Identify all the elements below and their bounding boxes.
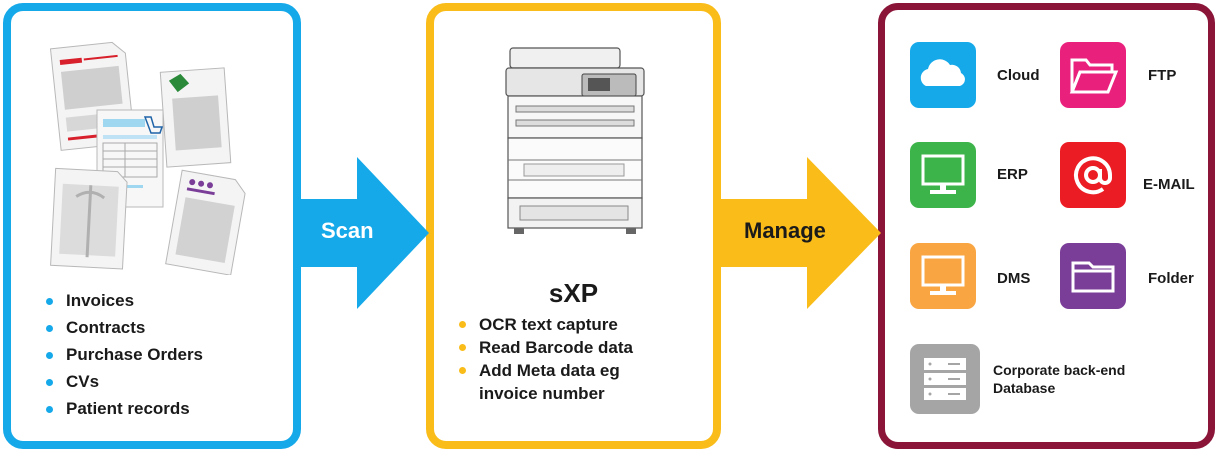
documents-illustration [49,41,246,275]
email-tile [1060,142,1126,208]
cloud-tile [910,42,976,108]
list-item: Contracts [44,314,203,341]
list-item: Patient records [44,395,203,422]
sxp-features-list: OCR text capture Read Barcode data Add M… [457,313,633,405]
list-item: Purchase Orders [44,341,203,368]
document-types-list: Invoices Contracts Purchase Orders CVs P… [44,287,203,422]
erp-label: ERP [997,166,1028,183]
cloud-icon [920,59,965,86]
cloud-label: Cloud [997,67,1040,84]
dms-label: DMS [997,270,1031,287]
monitor-icon [921,154,965,194]
database-tile [910,344,980,414]
monitor-icon [921,255,965,295]
manage-label: Manage [744,218,826,243]
manage-arrow: Manage [719,157,881,309]
list-item: Add Meta data eg [457,359,633,382]
printer-icon [505,47,645,234]
folder-open-icon [1069,58,1119,94]
database-label: Corporate back-end Database [993,362,1126,396]
at-sign-icon [1074,156,1112,195]
scan-arrow: Scan [299,157,429,309]
dms-tile [910,243,976,309]
scan-label: Scan [321,218,374,243]
list-item: Invoices [44,287,203,314]
folder-icon [1071,261,1115,293]
erp-tile [910,142,976,208]
email-label: E-MAIL [1143,176,1195,193]
server-icon [924,358,966,400]
list-item: OCR text capture [457,313,633,336]
folder-tile [1060,243,1126,309]
list-item-continuation: invoice number [479,384,605,403]
ftp-tile [1060,42,1126,108]
list-item: CVs [44,368,203,395]
ftp-label: FTP [1148,67,1177,84]
folder-label: Folder [1148,270,1194,287]
list-item: Read Barcode data [457,336,633,359]
sxp-title: sXP [548,278,599,308]
